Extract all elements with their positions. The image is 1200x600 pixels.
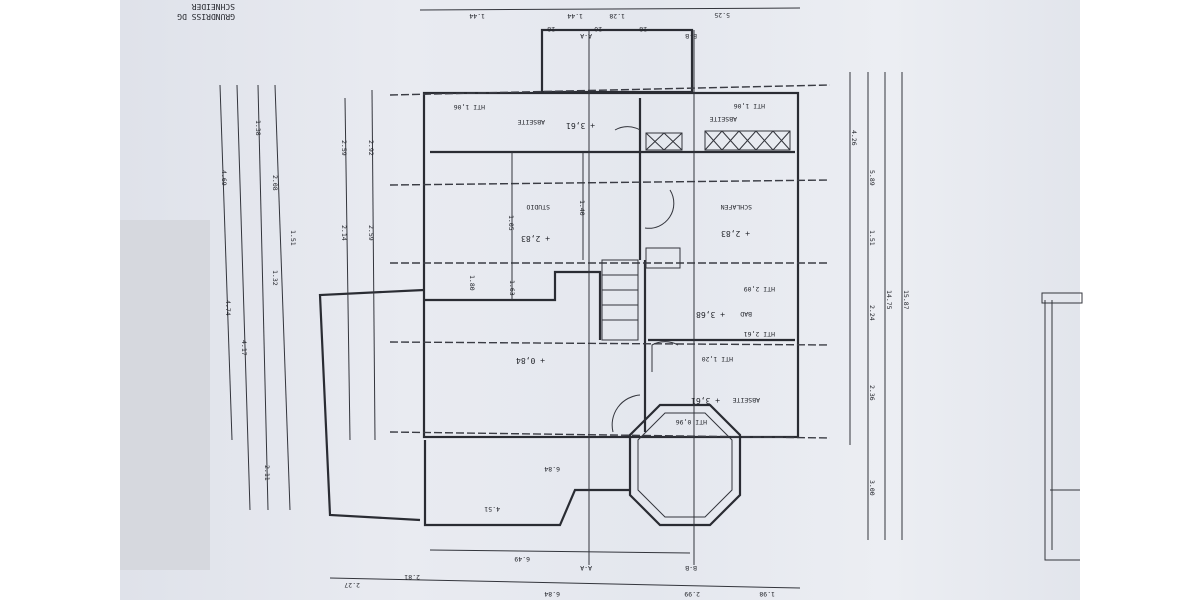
section-label-a: A-A	[580, 32, 592, 40]
section-label-b: B-B	[685, 32, 697, 40]
stairs	[601, 247, 681, 341]
dim-label: 1.51	[868, 230, 876, 246]
roof-lines	[389, 84, 831, 439]
dimension-lines	[219, 7, 1083, 589]
dim-label: 28	[547, 25, 555, 33]
dim-label: 6.84	[544, 465, 560, 473]
room-name: ABSEITE	[518, 118, 545, 126]
dim-label: 4.17	[240, 340, 248, 356]
roof-windows	[645, 130, 791, 151]
room-height: HTI 2,61	[744, 330, 775, 338]
room-height: HTI 1,06	[734, 102, 765, 110]
section-label-a: A-A	[580, 564, 592, 572]
room-labels: ABSEITE + 3,61 HTI 1,06 ABSEITE HTI 1,06…	[454, 32, 775, 572]
dim-label: 20	[594, 25, 602, 33]
room-name: ABSEITE	[710, 115, 737, 123]
room-name: BAD	[740, 310, 752, 318]
dim-label: 2.24	[868, 305, 876, 321]
room-name: ABSEITE	[733, 396, 760, 404]
room-level: + 3,61	[691, 396, 720, 405]
dim-label: 4.26	[850, 130, 858, 146]
dim-label: 2.92	[367, 140, 375, 156]
dim-label: 1.32	[271, 270, 279, 286]
dim-label: 1.98	[759, 590, 775, 598]
walls	[318, 28, 800, 527]
dim-label: 15.87	[902, 290, 910, 310]
dim-label: 5.89	[868, 170, 876, 186]
doors	[611, 126, 679, 433]
dim-label: 4.51	[484, 505, 500, 513]
room-height: HTI 1,06	[454, 103, 485, 111]
dim-label: 6.49	[514, 555, 530, 563]
dim-label: 2.08	[271, 175, 279, 191]
room-level: + 3,61	[566, 121, 595, 130]
dim-label: 1.28	[609, 12, 625, 20]
dim-label: 4.69	[220, 170, 228, 186]
dim-label: 2.59	[367, 225, 375, 241]
dim-label: 6.84	[544, 590, 560, 598]
room-level: + 2,83	[521, 234, 550, 243]
room-level: + 0,84	[516, 356, 545, 365]
room-level: + 2,83	[721, 229, 750, 238]
title-line2: GRUNDRISS DG	[177, 12, 235, 21]
room-name: STUDIO	[526, 203, 550, 211]
dim-label: 2.14	[340, 225, 348, 241]
dim-label: 28	[639, 25, 647, 33]
dim-label: 1.44	[567, 12, 583, 20]
title-line1: SCHNEIDER	[191, 2, 235, 11]
dim-label: 5.25	[714, 11, 730, 19]
dim-label: 2.59	[340, 140, 348, 156]
room-height: HTI 1,20	[702, 355, 733, 363]
dim-label: 1.44	[469, 12, 485, 20]
dimension-labels: 1.44 28 1.44 20 1.28 28 5.25 4.69 4.74 1…	[220, 11, 910, 598]
section-lines	[588, 30, 695, 565]
paper-shadow	[120, 220, 210, 570]
dim-label: 2.81	[404, 573, 420, 581]
title-block: SCHNEIDER GRUNDRISS DG	[177, 2, 235, 21]
room-name: SCHLAFEN	[721, 203, 752, 211]
dim-label: 2.99	[684, 590, 700, 598]
dim-label: 2.11	[263, 465, 271, 481]
dim-label: 1.40	[578, 200, 586, 216]
section-label-b: B-B	[685, 564, 697, 572]
room-level: + 3,68	[696, 310, 725, 319]
dim-label: 14.75	[885, 290, 893, 310]
dim-label: 2.27	[344, 581, 360, 589]
dim-label: 1.38	[254, 120, 262, 136]
dim-label: 1.80	[468, 275, 476, 291]
dim-label: 1.51	[289, 230, 297, 246]
dim-label: 1.63	[508, 280, 516, 296]
dim-label: 3.00	[868, 480, 876, 496]
dim-label: 4.74	[224, 300, 232, 316]
room-height: HTI 0,96	[676, 418, 707, 426]
dim-label: 1.05	[507, 215, 515, 231]
room-height: HTI 2,09	[744, 285, 775, 293]
dim-label: 2.36	[868, 385, 876, 401]
